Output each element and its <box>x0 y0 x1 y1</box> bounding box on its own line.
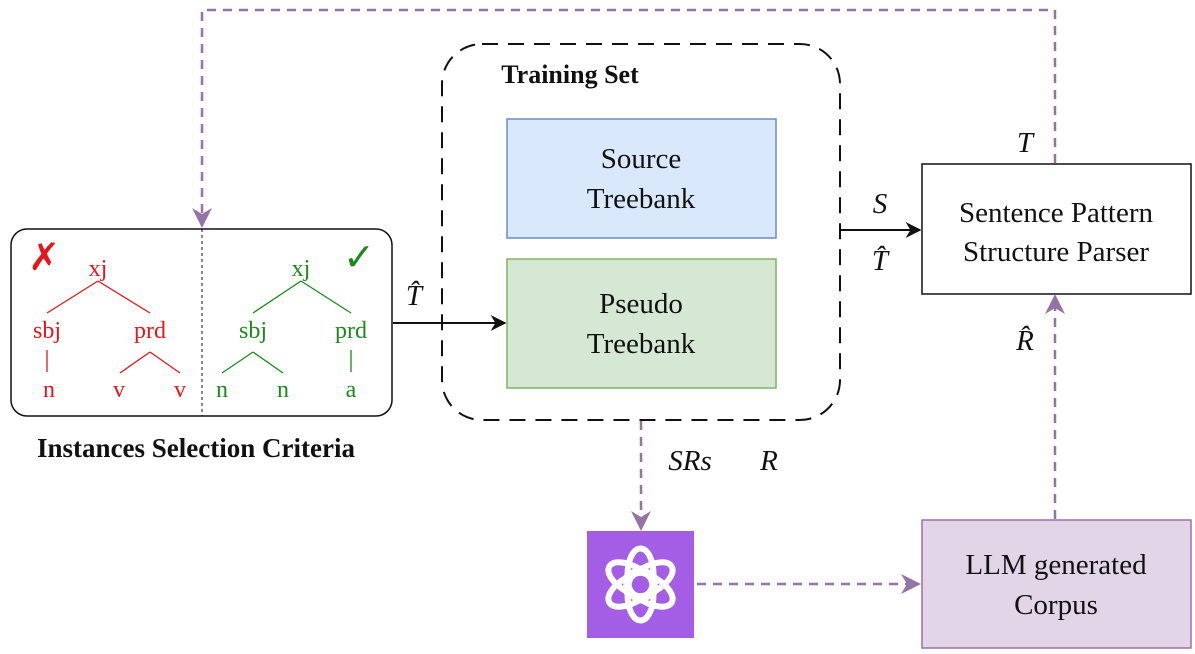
label-s: S <box>873 188 888 220</box>
chatgpt-logo-icon <box>587 531 694 638</box>
source-treebank-line1: Source <box>601 143 682 175</box>
parser-line2: Structure Parser <box>963 236 1149 268</box>
good-tree-leaf-1: n <box>216 377 228 403</box>
label-r-hat: R̂ <box>1015 324 1034 357</box>
llm-corpus-line1: LLM generated <box>965 549 1147 581</box>
pseudo-treebank-line1: Pseudo <box>599 288 683 320</box>
label-r: R <box>759 445 778 477</box>
rejected-cross-icon: ✗ <box>28 235 60 279</box>
feedback-loop-arrow <box>192 8 1057 228</box>
source-treebank-line2: Treebank <box>587 183 696 215</box>
selection-caption: Instances Selection Criteria <box>37 433 355 463</box>
llm-corpus-box <box>921 519 1192 649</box>
bad-tree-root: xj <box>89 256 108 282</box>
bad-tree-leaf-1: n <box>43 377 55 403</box>
pseudo-treebank-box <box>506 258 777 389</box>
good-tree-right: prd <box>335 318 367 344</box>
bad-tree-right: prd <box>134 318 166 344</box>
bad-tree-leaf-3: v <box>174 377 186 403</box>
label-srs: SRs <box>668 445 712 477</box>
parser-line1: Sentence Pattern <box>959 197 1154 229</box>
label-t: T <box>1017 127 1035 159</box>
good-tree-left: sbj <box>239 318 267 344</box>
bad-tree-left: sbj <box>33 318 61 344</box>
good-tree-root: xj <box>292 256 311 282</box>
label-t-hat-train: T̂ <box>872 244 890 277</box>
bad-tree-leaf-2: v <box>113 377 125 403</box>
good-tree-leaf-3: a <box>346 377 357 403</box>
accepted-tree: xj sbj prd n n a <box>216 256 367 403</box>
accepted-check-icon: ✓ <box>343 235 375 279</box>
rejected-tree: xj sbj prd n v v <box>33 256 186 403</box>
training-set-title: Training Set <box>501 60 639 89</box>
parser-box <box>921 163 1192 295</box>
good-tree-leaf-2: n <box>277 377 289 403</box>
source-treebank-box <box>506 118 777 239</box>
pseudo-treebank-line2: Treebank <box>587 328 696 360</box>
llm-corpus-line2: Corpus <box>1014 589 1098 621</box>
label-t-hat-input: T̂ <box>406 279 424 312</box>
training-set-container <box>441 43 841 421</box>
